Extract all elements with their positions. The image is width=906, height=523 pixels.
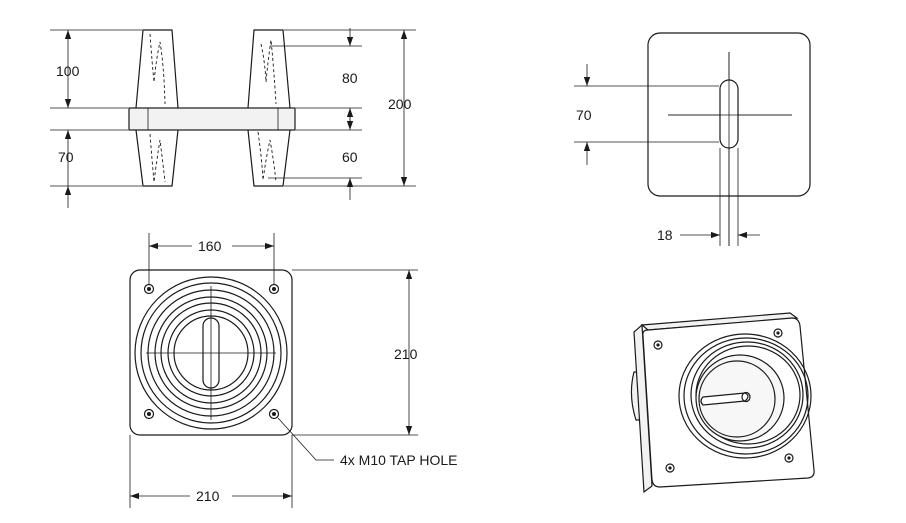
tap-hole [268,408,280,420]
side-view: 100 70 80 60 200 [50,28,416,208]
tap-hole [143,408,155,420]
side-flange-bar [128,107,296,131]
tap-hole-callout: 4x M10 TAP HOLE [340,452,458,468]
iso-mount-hole [653,340,663,350]
dim-label-80: 80 [342,70,358,86]
end-view: 70 18 [574,32,811,246]
side-left-hidden-lines [149,33,166,183]
dim-label-160: 160 [198,238,222,254]
iso-flange-side [633,323,653,494]
dim-label-210-width: 210 [196,488,220,504]
dim-label-100: 100 [56,63,80,79]
front-ring-1 [134,276,288,430]
dim-label-70-side: 70 [58,149,74,165]
iso-mount-hole [773,328,783,338]
dim-label-18: 18 [657,227,673,243]
tap-hole-leader [277,417,334,461]
iso-outer-ring-3 [690,341,804,449]
side-right-hidden-lines [257,39,277,183]
front-ring-2 [140,282,282,424]
iso-view [630,312,815,494]
iso-inner-bore-2 [698,360,776,438]
front-view: 160 210 210 4x M10 TAP HOLE [129,233,458,508]
dim-label-200: 200 [388,96,412,112]
dim-label-60: 60 [342,149,358,165]
dim-label-210-height: 210 [394,346,418,362]
iso-mount-hole [665,463,675,473]
dim-label-70-end: 70 [576,107,592,123]
iso-mount-hole [784,453,794,463]
iso-outer-ring-1 [678,333,812,459]
iso-outer-ring-2 [683,337,809,455]
